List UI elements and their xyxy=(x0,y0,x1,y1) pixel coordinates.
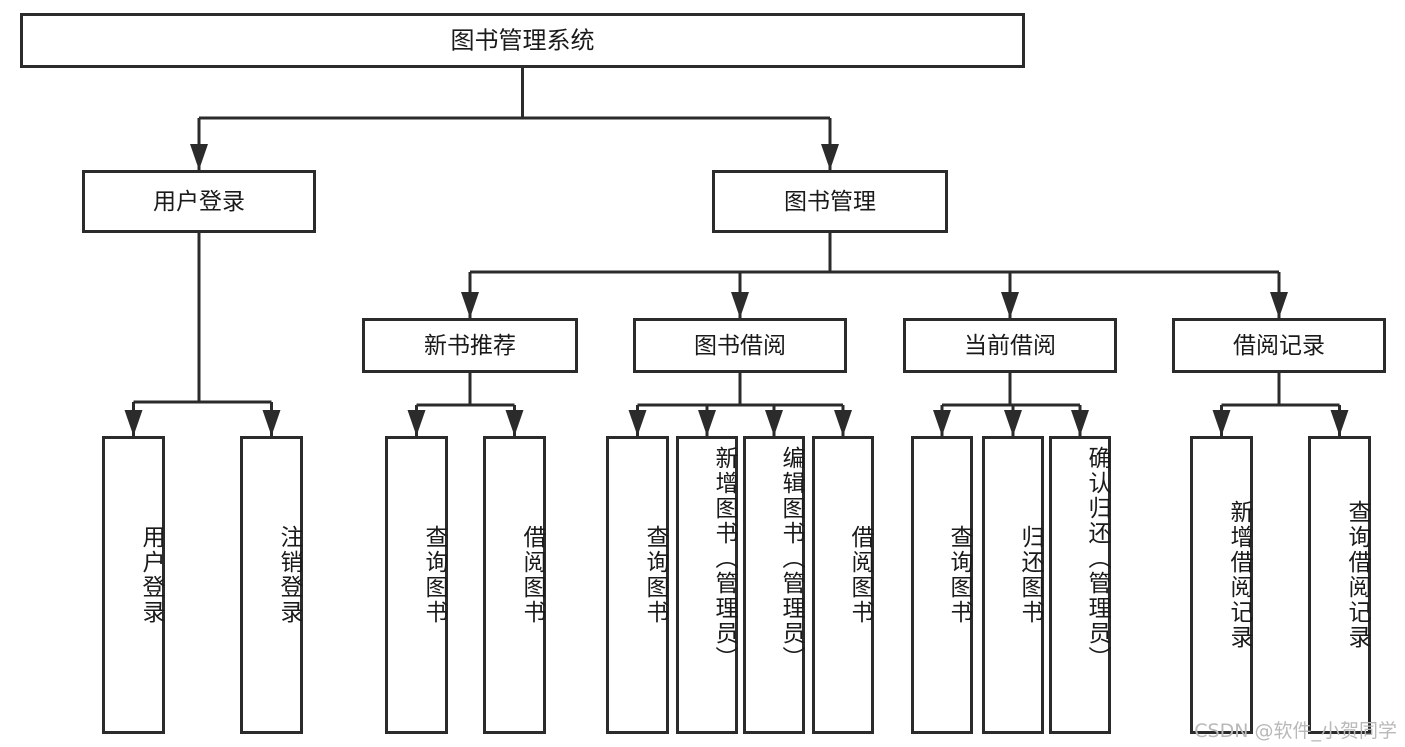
arrow-head-icon xyxy=(821,144,839,170)
leaf-label-leaf-borrow-book-2: 借阅图书 xyxy=(847,525,873,625)
leaf-label-leaf-query-book-1: 查询图书 xyxy=(421,525,447,625)
leaf-label-leaf-confirm-return-admin: 确认归还（管理员） xyxy=(1084,446,1110,671)
node-label: 图书管理系统 xyxy=(451,27,595,55)
arrow-head-icon xyxy=(1270,292,1288,318)
node-label: 当前借阅 xyxy=(964,333,1056,359)
leaf-label-leaf-query-book-3: 查询图书 xyxy=(946,525,972,625)
arrow-head-icon xyxy=(731,292,749,318)
arrow-head-icon xyxy=(407,410,426,436)
arrow-head-icon xyxy=(1071,410,1089,436)
node-new-book-recommend[interactable]: 新书推荐 xyxy=(362,318,578,373)
node-leaf-add-borrow-record[interactable] xyxy=(1190,436,1253,734)
node-leaf-query-book-3[interactable] xyxy=(911,436,973,734)
node-root-图书管理系统[interactable]: 图书管理系统 xyxy=(20,13,1025,68)
node-label: 用户登录 xyxy=(153,189,245,215)
leaf-label-leaf-return-book: 归还图书 xyxy=(1017,525,1043,625)
node-leaf-confirm-return-admin[interactable] xyxy=(1049,436,1111,734)
leaf-label-leaf-query-borrow-record: 查询借阅记录 xyxy=(1344,500,1370,650)
node-user-login[interactable]: 用户登录 xyxy=(82,170,316,233)
arrow-head-icon xyxy=(834,410,852,436)
arrow-head-icon xyxy=(628,410,647,436)
arrow-head-icon xyxy=(933,410,951,436)
arrow-head-icon xyxy=(505,410,524,436)
node-leaf-query-book-2[interactable] xyxy=(606,436,669,734)
node-label: 借阅记录 xyxy=(1233,333,1325,359)
node-leaf-add-book-admin[interactable] xyxy=(676,436,738,734)
node-leaf-borrow-book-2[interactable] xyxy=(812,436,874,734)
node-leaf-user-login[interactable] xyxy=(102,436,165,734)
leaf-label-leaf-logout-login: 注销登录 xyxy=(276,525,302,625)
arrow-head-icon xyxy=(190,144,208,170)
node-label: 新书推荐 xyxy=(424,333,516,359)
arrow-head-icon xyxy=(124,410,143,436)
arrow-head-icon xyxy=(1330,410,1349,436)
connector-layer xyxy=(124,68,1349,436)
node-book-manage[interactable]: 图书管理 xyxy=(712,170,948,233)
node-label: 图书管理 xyxy=(784,189,876,215)
node-leaf-edit-book-admin[interactable] xyxy=(743,436,805,734)
node-current-borrow[interactable]: 当前借阅 xyxy=(903,318,1117,373)
watermark-text: CSDN @软件_小贺同学 xyxy=(1194,720,1397,742)
node-leaf-query-book-1[interactable] xyxy=(385,436,448,734)
node-book-borrow[interactable]: 图书借阅 xyxy=(633,318,847,373)
node-leaf-logout-login[interactable] xyxy=(240,436,303,734)
leaf-label-leaf-query-book-2: 查询图书 xyxy=(642,525,668,625)
leaf-label-leaf-add-borrow-record: 新增借阅记录 xyxy=(1226,500,1252,650)
arrow-head-icon xyxy=(765,410,783,436)
node-leaf-query-borrow-record[interactable] xyxy=(1308,436,1371,734)
arrow-head-icon xyxy=(262,410,281,436)
arrow-head-icon xyxy=(698,410,716,436)
arrow-head-icon xyxy=(1212,410,1231,436)
leaf-label-leaf-add-book-admin: 新增图书（管理员） xyxy=(711,446,737,671)
leaf-label-leaf-user-login: 用户登录 xyxy=(138,525,164,625)
node-borrow-record[interactable]: 借阅记录 xyxy=(1172,318,1386,373)
arrow-head-icon xyxy=(1001,292,1019,318)
arrow-head-icon xyxy=(1004,410,1022,436)
node-label: 图书借阅 xyxy=(694,333,786,359)
arrow-head-icon xyxy=(461,292,479,318)
node-leaf-return-book[interactable] xyxy=(982,436,1044,734)
node-leaf-borrow-book-1[interactable] xyxy=(483,436,546,734)
leaf-label-leaf-borrow-book-1: 借阅图书 xyxy=(519,525,545,625)
leaf-label-leaf-edit-book-admin: 编辑图书（管理员） xyxy=(778,446,804,671)
